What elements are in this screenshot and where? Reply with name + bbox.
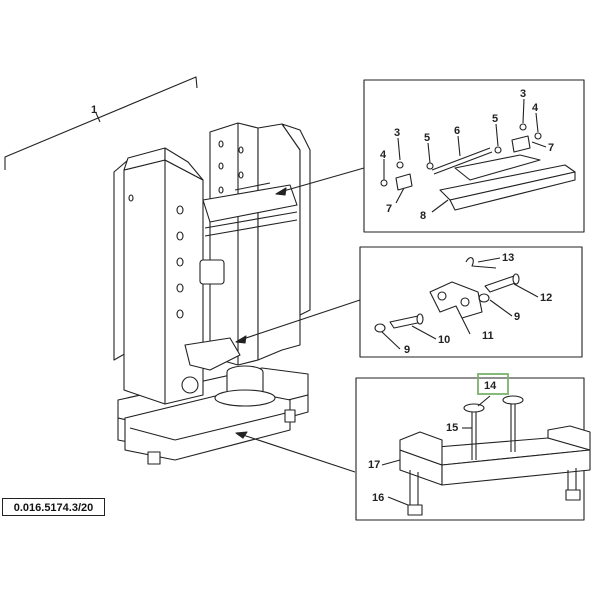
callout-bottom-4: 16 [372,492,384,504]
callout-mid-5: 11 [482,330,494,342]
callout-mid-4: 10 [438,334,450,346]
detail-top-frame [363,79,585,233]
upright-holes [128,140,244,319]
drawing-reference-number: 0.016.5174.3/20 [2,498,105,516]
highlighted-callout-box [477,373,509,395]
callout-mid-3: 9 [514,311,520,323]
callout-mid-6: 9 [404,344,410,356]
assembly-bracket [4,76,198,170]
callout-top-8: 7 [548,142,554,154]
callout-top-5: 5 [492,113,498,125]
callout-bottom-1: 14 [484,380,497,392]
callout-top-9: 7 [386,203,392,215]
callout-mid-1: 13 [502,252,514,264]
callout-top-6: 3 [520,88,526,100]
detail-middle-frame [359,246,583,358]
callout-assembly: 1 [91,104,97,116]
detail-bottom-frame [355,377,591,521]
leader-lines [235,167,365,473]
main-assembly [113,122,311,465]
callout-top-3: 5 [424,132,430,144]
callout-top-4: 6 [454,125,460,137]
callout-mid-2: 12 [540,292,552,304]
part-labels: 1 3 4 5 6 5 3 4 7 7 8 13 12 9 10 11 9 14… [91,88,554,504]
callout-top-7: 4 [532,102,539,114]
callout-top-1: 3 [394,127,400,139]
callout-top-10: 8 [420,210,426,222]
callout-bottom-3: 17 [368,459,380,471]
callout-bottom-2: 15 [446,422,458,434]
callout-top-2: 4 [380,149,387,161]
